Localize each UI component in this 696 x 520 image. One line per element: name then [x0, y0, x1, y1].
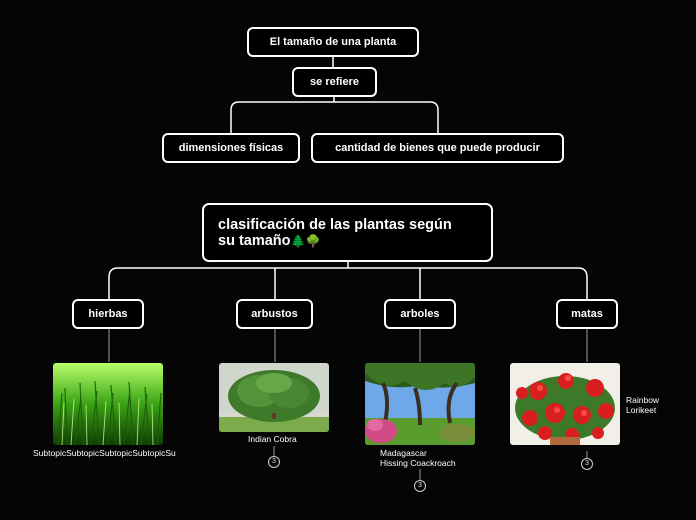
category-arbustos[interactable]: arbustos: [236, 299, 313, 329]
main-topic-line2: su tamaño: [218, 233, 291, 249]
branch-cantidad-text: cantidad de bienes que puede producir: [335, 142, 540, 154]
matas-side-label-line2: Lorikeet: [626, 405, 656, 415]
connector-node-text: se refiere: [310, 76, 359, 88]
main-topic-clasificacion[interactable]: clasificación de las plantas según su ta…: [202, 203, 493, 262]
oak-trees-image[interactable]: [365, 363, 475, 445]
arboles-caption-line2: Hissing Coackroach: [380, 458, 456, 468]
main-topic-line1: clasificación de las plantas según: [218, 217, 452, 233]
category-matas-text: matas: [571, 308, 603, 320]
hierbas-caption: SubtopicSubtopicSubtopicSubtopicSu: [33, 448, 176, 458]
category-hierbas-text: hierbas: [88, 308, 127, 320]
branch-dimensiones-fisicas[interactable]: dimensiones físicas: [162, 133, 300, 163]
shrub-image[interactable]: [219, 363, 329, 432]
arbustos-caption: Indian Cobra: [248, 434, 297, 444]
arboles-subtopic-count[interactable]: 3: [414, 480, 426, 492]
category-hierbas[interactable]: hierbas: [72, 299, 144, 329]
connector-refiere-to-branches: [231, 96, 438, 134]
arbustos-subtopic-count[interactable]: 3: [268, 456, 280, 468]
connector-node-se-refiere[interactable]: se refiere: [292, 67, 377, 97]
category-arbustos-text: arbustos: [251, 308, 297, 320]
red-geranium-image[interactable]: [510, 363, 620, 445]
category-matas[interactable]: matas: [556, 299, 618, 329]
arboles-caption-line1: Madagascar: [380, 448, 427, 458]
branch-dimensiones-text: dimensiones físicas: [179, 142, 284, 154]
grass-image[interactable]: [53, 363, 163, 445]
category-arboles[interactable]: arboles: [384, 299, 456, 329]
matas-side-label-line1: Rainbow: [626, 395, 659, 405]
connector-main-to-categories: [109, 261, 587, 300]
branch-cantidad-de-bienes[interactable]: cantidad de bienes que puede producir: [311, 133, 564, 163]
matas-subtopic-count[interactable]: 3: [581, 458, 593, 470]
category-arboles-text: arboles: [400, 308, 439, 320]
tree-emoji-icon: 🌲🌳: [291, 234, 321, 248]
topic-title-text: El tamaño de una planta: [270, 36, 397, 48]
topic-title[interactable]: El tamaño de una planta: [247, 27, 419, 57]
